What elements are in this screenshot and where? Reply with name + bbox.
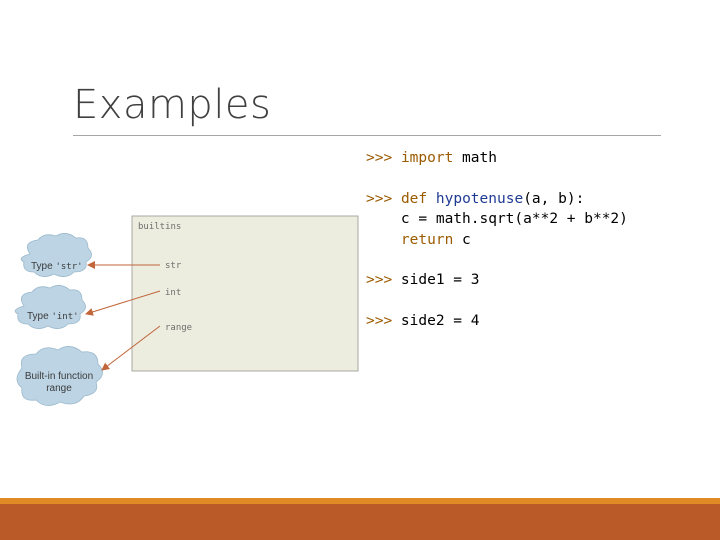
- prompt: >>>: [366, 312, 393, 329]
- frame-label: builtins: [138, 222, 181, 232]
- prompt: >>>: [366, 272, 393, 288]
- code-line-return: return c: [366, 230, 628, 251]
- code-text: (a, b):: [523, 190, 585, 207]
- code-text: c: [453, 231, 471, 248]
- code-block: >>> import math >>> def hypotenuse(a, b)…: [366, 148, 628, 331]
- entry-range: range: [165, 323, 192, 333]
- title-divider: [73, 135, 661, 136]
- cloud-range: Built-in function range: [16, 346, 103, 406]
- keyword-return: return: [400, 231, 454, 248]
- code-text: math: [453, 150, 497, 166]
- cloud-int-text: Type 'int': [27, 311, 79, 322]
- code-line-def: >>> def hypotenuse(a, b):: [366, 189, 628, 210]
- prompt: >>>: [366, 190, 393, 207]
- footer-bar: [0, 504, 720, 540]
- entry-int: int: [165, 288, 181, 298]
- keyword-def: def: [400, 190, 428, 207]
- cloud-str-text: Type 'str': [31, 261, 83, 272]
- code-line-side2: >>> side2 = 4: [366, 311, 628, 332]
- arrow-int: [85, 290, 161, 316]
- code-line-body: c = math.sqrt(a**2 + b**2): [366, 209, 628, 230]
- cloud-str: Type 'str': [20, 233, 92, 277]
- prompt: >>>: [366, 150, 393, 166]
- code-line-import: >>> import math: [366, 148, 628, 169]
- function-name: hypotenuse: [435, 190, 524, 207]
- arrow-range: [101, 325, 161, 371]
- code-line-side1: >>> side1 = 3: [366, 270, 628, 291]
- slide-title: Examples: [73, 82, 272, 128]
- entry-str: str: [165, 261, 182, 271]
- code-text: side2 = 4: [392, 312, 480, 329]
- cloud-range-line2: range: [46, 383, 72, 394]
- code-text: c = math.sqrt(a**2 + b**2): [366, 211, 628, 227]
- builtins-frame: [131, 215, 359, 372]
- footer-accent-bar: [0, 498, 720, 504]
- keyword-import: import: [400, 150, 454, 166]
- code-text: side1 = 3: [392, 272, 480, 288]
- cloud-range-line1: Built-in function: [25, 371, 93, 382]
- cloud-int: Type 'int': [14, 285, 86, 329]
